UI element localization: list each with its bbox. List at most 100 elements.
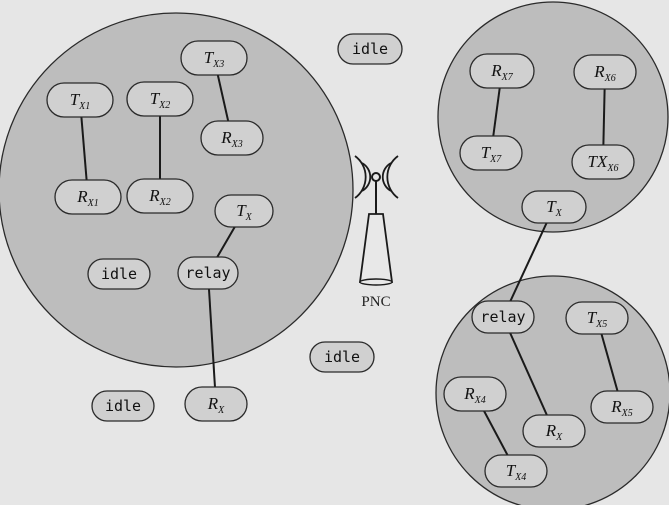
node-pill [469, 53, 535, 89]
node-pill [91, 390, 155, 422]
node-rx3: RX3 [200, 120, 264, 156]
node-idle-mid: idle [309, 341, 375, 373]
node-rx6: RX6 [573, 54, 637, 90]
node-pill [184, 386, 248, 422]
node-rx-b: RX [522, 414, 586, 448]
node-rx5: RX5 [590, 390, 654, 424]
node-pill [87, 258, 151, 290]
node-pill [180, 40, 248, 76]
node-rx-a: RX [184, 386, 248, 422]
node-label-base: T [150, 89, 161, 108]
node-label: TX7 [481, 143, 503, 165]
node-pill [521, 190, 587, 224]
node-label-base: R [593, 62, 605, 81]
node-pill [337, 33, 403, 65]
node-label: RX7 [490, 61, 513, 83]
node-label-subscript: X3 [231, 139, 243, 150]
node-label: RX4 [463, 384, 486, 406]
node-rx7: RX7 [469, 53, 535, 89]
node-pill [565, 301, 629, 335]
node-label-subscript: X4 [514, 472, 526, 483]
node-label: idle [105, 397, 141, 415]
node-label-base: T [481, 143, 492, 162]
node-label-base: R [463, 384, 475, 403]
pnc-label: PNC [361, 294, 390, 310]
node-label-base: T [506, 461, 517, 480]
node-label: RX [207, 394, 225, 416]
node-pill [459, 135, 523, 171]
nodes: TX1RX1TX2RX2TX3RX3TXrelayidleRXidleidlei… [46, 33, 654, 488]
node-pill [177, 256, 239, 290]
node-pill [590, 390, 654, 424]
node-label: TX [546, 197, 562, 219]
node-label-base: T [204, 48, 215, 67]
node-idle-b: idle [91, 390, 155, 422]
node-label-subscript: X2 [158, 100, 170, 111]
node-idle-top: idle [337, 33, 403, 65]
node-label-subscript: X5 [595, 319, 607, 330]
node-label-subscript: X [555, 208, 563, 219]
node-tx5: TX5 [565, 301, 629, 335]
node-label-subscript: X7 [489, 154, 502, 165]
node-label: RX [545, 421, 563, 443]
node-pill [309, 341, 375, 373]
node-label: relay [480, 308, 525, 326]
node-label-base: R [220, 128, 232, 147]
node-pill [571, 144, 635, 180]
node-tx-a: TX [214, 194, 274, 228]
node-label-subscript: X [245, 212, 253, 223]
link-relay-a-rx-a [207, 272, 217, 405]
node-label-base: R [490, 61, 502, 80]
node-label-subscript: X7 [501, 72, 514, 83]
node-relay-b: relay [471, 300, 535, 334]
node-label-subscript: X2 [159, 197, 171, 208]
node-pill [471, 300, 535, 334]
node-pill [522, 414, 586, 448]
node-label-base: R [207, 394, 219, 413]
node-label: RX1 [76, 187, 99, 209]
node-pill [126, 178, 194, 214]
node-tx4: TX4 [484, 454, 548, 488]
node-label: relay [185, 264, 230, 282]
link-tx-b-relay-b [502, 206, 555, 318]
node-label-base: R [148, 186, 160, 205]
node-pill [484, 454, 548, 488]
node-label: idle [324, 348, 360, 366]
node-label-base: T [587, 308, 598, 327]
node-label-subscript: X4 [474, 395, 486, 406]
node-tx3: TX3 [180, 40, 248, 76]
node-label: TX [236, 201, 252, 223]
node-pill [200, 120, 264, 156]
node-label: RX6 [593, 62, 616, 84]
node-label-subscript: X5 [621, 408, 633, 419]
node-label-subscript: X [217, 405, 225, 416]
node-label-base: TX [588, 152, 608, 171]
node-pill [126, 81, 194, 117]
node-label-base: R [76, 187, 88, 206]
node-tx-b: TX [521, 190, 587, 224]
node-label-subscript: X1 [87, 198, 99, 209]
node-relay-a: relay [177, 256, 239, 290]
node-label-subscript: X [555, 432, 563, 443]
node-label-subscript: X3 [212, 59, 224, 70]
node-label: TX5 [587, 308, 608, 330]
node-rx1: RX1 [54, 179, 122, 215]
node-pill [214, 194, 274, 228]
node-label-base: R [610, 397, 622, 416]
node-label: RX3 [220, 128, 243, 150]
node-label: TX3 [204, 48, 225, 70]
node-pill [46, 82, 114, 118]
node-tx1: TX1 [46, 82, 114, 118]
node-pill [443, 376, 507, 412]
node-label: RX5 [610, 397, 633, 419]
pnc-antenna-icon [354, 155, 399, 286]
node-label-subscript: X6 [606, 163, 618, 174]
node-label: TX4 [506, 461, 527, 483]
node-label: RX2 [148, 186, 171, 208]
node-rx2: RX2 [126, 178, 194, 214]
node-label: TXX6 [588, 152, 619, 174]
node-label: TX2 [150, 89, 171, 111]
node-label-base: R [545, 421, 557, 440]
